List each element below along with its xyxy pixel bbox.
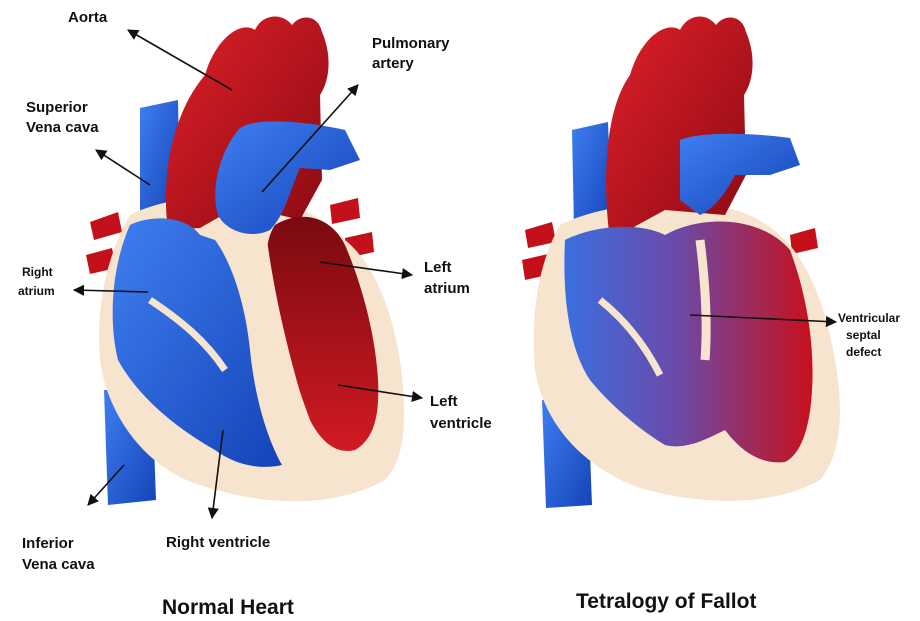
tof-pulmonary-vein-3: [790, 228, 818, 254]
label-ivc-1: Inferior: [22, 535, 74, 552]
label-vsd-2: septal: [846, 328, 881, 342]
label-svc-1: Superior: [26, 99, 88, 116]
label-left-ventricle-1: Left: [430, 393, 458, 410]
label-pulmonary-artery-2: artery: [372, 55, 414, 72]
label-aorta: Aorta: [68, 9, 108, 26]
label-svc-2: Vena cava: [26, 119, 99, 136]
label-vsd-3: defect: [846, 345, 881, 359]
label-pulmonary-artery-1: Pulmonary: [372, 35, 450, 52]
label-left-atrium-2: atrium: [424, 280, 470, 297]
label-left-ventricle-2: ventricle: [430, 415, 492, 432]
caption-tof: Tetralogy of Fallot: [576, 590, 756, 613]
label-right-ventricle: Right ventricle: [166, 534, 270, 551]
tof-heart: [522, 16, 840, 508]
pulmonary-vein-right-1: [330, 198, 360, 224]
normal-heart: [86, 16, 404, 505]
label-vsd-1: Ventricular: [838, 311, 900, 325]
tof-aorta: [606, 16, 753, 240]
tof-pulmonary-artery: [680, 134, 800, 215]
caption-normal-heart: Normal Heart: [162, 596, 294, 619]
pulmonary-vein-left-1: [90, 212, 122, 240]
label-right-atrium-2: atrium: [18, 284, 55, 298]
label-left-atrium-1: Left: [424, 259, 452, 276]
label-right-atrium-1: Right: [22, 265, 53, 279]
label-ivc-2: Vena cava: [22, 556, 95, 573]
